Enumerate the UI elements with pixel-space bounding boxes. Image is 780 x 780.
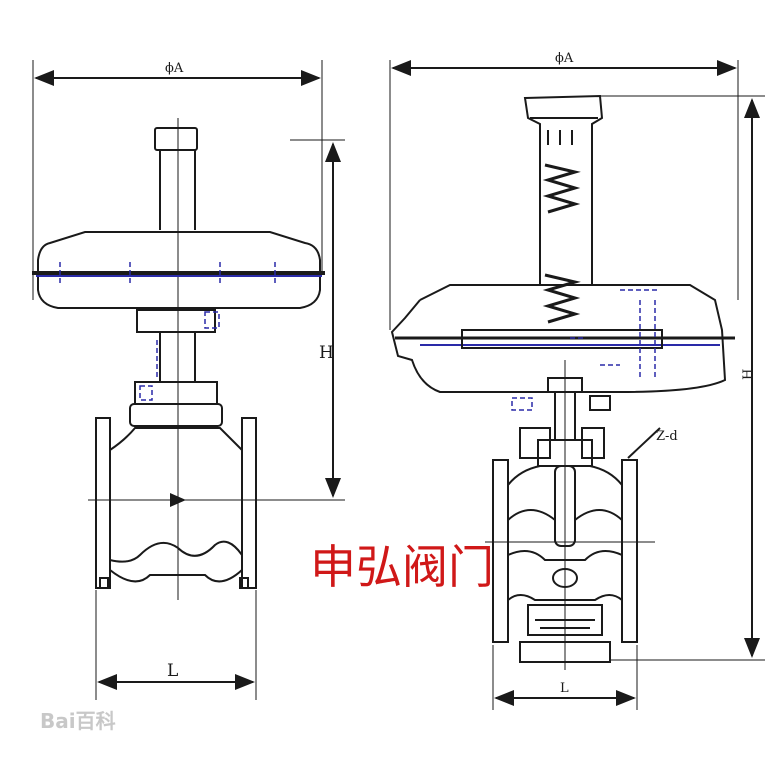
left-valve-body <box>88 417 268 589</box>
right-phi-a-label: ϕA <box>555 51 574 66</box>
right-valve-body: Z-d <box>485 427 678 663</box>
left-l-dimension: L <box>95 590 257 700</box>
left-diaphragm-housing <box>32 231 325 309</box>
left-l-label: L <box>167 661 178 681</box>
left-yoke <box>129 309 223 427</box>
right-valve-drawing: ϕA <box>389 51 765 710</box>
watermark-text: Bai百科 <box>40 709 116 733</box>
right-diaphragm <box>390 284 735 393</box>
overlay-brand-text: 申弘阀门 <box>310 540 494 594</box>
left-valve-drawing: ϕA <box>32 60 345 700</box>
left-h-dimension: H <box>262 139 345 501</box>
right-h-label: H <box>741 369 756 380</box>
right-phi-a-dimension: ϕA <box>389 51 739 330</box>
left-h-label: H <box>319 343 334 363</box>
right-l-dimension: L <box>492 645 638 710</box>
right-stem <box>511 360 611 670</box>
left-top-stem <box>154 118 198 600</box>
left-phi-a-dimension: ϕA <box>32 60 323 300</box>
right-spring-housing <box>523 94 604 324</box>
right-z-d-label: Z-d <box>656 429 678 444</box>
right-l-label: L <box>560 681 569 696</box>
right-h-dimension: H <box>600 95 765 661</box>
left-phi-a-label: ϕA <box>165 61 184 76</box>
